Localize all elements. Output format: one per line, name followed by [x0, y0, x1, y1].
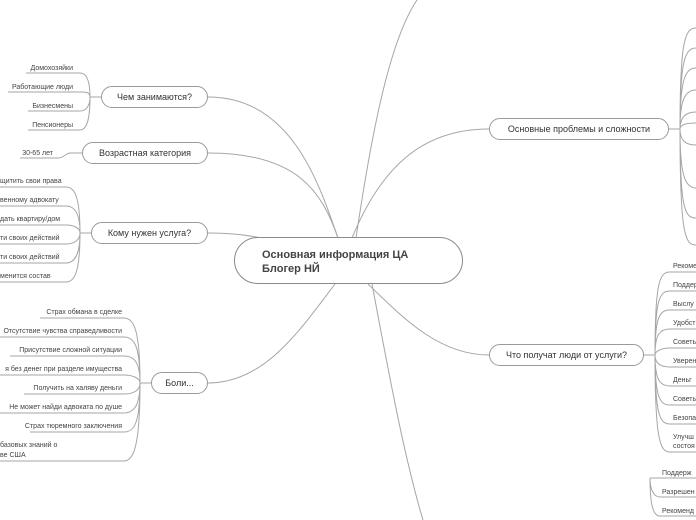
leaf-bottom-3[interactable]: Рекоменд [662, 508, 694, 515]
connector-root-occupation [207, 96, 339, 239]
leaf-pains-5[interactable]: Получить на халяву деньги [33, 385, 122, 392]
leaf-gains-5[interactable]: Советы [673, 339, 696, 346]
leaf-occupation-3[interactable]: Бизнесмены [32, 103, 73, 110]
leaf-pains-7[interactable]: Страх тюремного заключения [24, 423, 122, 430]
leaf-gains-10[interactable]: Улучш [673, 434, 694, 441]
leaf-occupation-4[interactable]: Пенсионеры [32, 122, 73, 129]
leaf-who-5[interactable]: ти своих действий [0, 254, 60, 261]
leaf-pains-8b: ве США [0, 452, 26, 459]
connector-pains-brackets [0, 317, 151, 462]
connector-root-gains [367, 283, 490, 356]
leaf-who-3[interactable]: дать квартиру/дом [0, 216, 61, 223]
leaf-gains-10b: состоя [673, 443, 695, 450]
connector-problems-brackets [669, 27, 696, 246]
topic-pains[interactable]: Боли... [151, 372, 208, 394]
central-topic[interactable]: Основная информация ЦА Блогер НЙ [234, 237, 463, 284]
leaf-gains-1[interactable]: Рекоме [673, 263, 696, 270]
leaf-bottom-1[interactable]: Поддерж [662, 470, 692, 477]
leaf-who-2[interactable]: венному адвокату [0, 197, 59, 204]
leaf-gains-6[interactable]: Уверен [673, 358, 696, 365]
connector-root-pains [207, 283, 336, 384]
leaf-pains-6[interactable]: Не может найди адвоката по душе [9, 404, 122, 411]
leaf-gains-8[interactable]: Советы [673, 396, 696, 403]
connector-root-bottom [371, 283, 424, 520]
central-topic-line1: Основная информация ЦА [262, 249, 409, 261]
topic-occupation[interactable]: Чем занимаются? [101, 86, 208, 108]
leaf-gains-2[interactable]: Поддер [673, 282, 696, 289]
leaf-occupation-1[interactable]: Домохозяйки [30, 65, 73, 72]
leaf-who-4[interactable]: ти своих действий [0, 235, 60, 242]
connector-root-top [355, 0, 418, 239]
connector-gains-brackets [644, 271, 696, 453]
connector-occupation-brackets [8, 72, 101, 131]
leaf-gains-7[interactable]: Деньг [673, 377, 692, 384]
leaf-pains-4[interactable]: я без денег при разделе имущества [5, 366, 122, 373]
leaf-pains-2[interactable]: Отсутствие чувства справедливости [3, 328, 122, 335]
connector-bottom-brackets [649, 477, 696, 517]
leaf-gains-4[interactable]: Удобст [673, 320, 696, 327]
central-topic-line2: Блогер НЙ [262, 263, 320, 275]
leaf-who-6[interactable]: менится состав [0, 273, 51, 280]
topic-age[interactable]: Возрастная категория [82, 142, 208, 164]
leaf-pains-1[interactable]: Страх обмана в сделке [46, 309, 122, 316]
leaf-gains-9[interactable]: Безопа [673, 415, 696, 422]
leaf-occupation-2[interactable]: Работающие люди [11, 84, 73, 91]
leaf-pains-8[interactable]: базовых знаний о [0, 442, 58, 449]
connector-root-age [207, 152, 339, 239]
leaf-age-1[interactable]: 30-65 лет [22, 150, 53, 157]
topic-who-needs[interactable]: Кому нужен услуга? [91, 222, 208, 244]
leaf-bottom-2[interactable]: Разрешен [662, 489, 695, 496]
connector-who-brackets [0, 186, 91, 283]
leaf-pains-3[interactable]: Присутствие сложной ситуации [19, 347, 122, 354]
connector-age-leaf [20, 152, 82, 159]
topic-gains[interactable]: Что получат люди от услуги? [489, 344, 644, 366]
leaf-who-1[interactable]: щитить свои права [0, 178, 62, 185]
connector-root-problems [351, 128, 490, 239]
topic-problems[interactable]: Основные проблемы и сложности [489, 118, 669, 140]
leaf-gains-3[interactable]: Выслу [673, 301, 694, 308]
